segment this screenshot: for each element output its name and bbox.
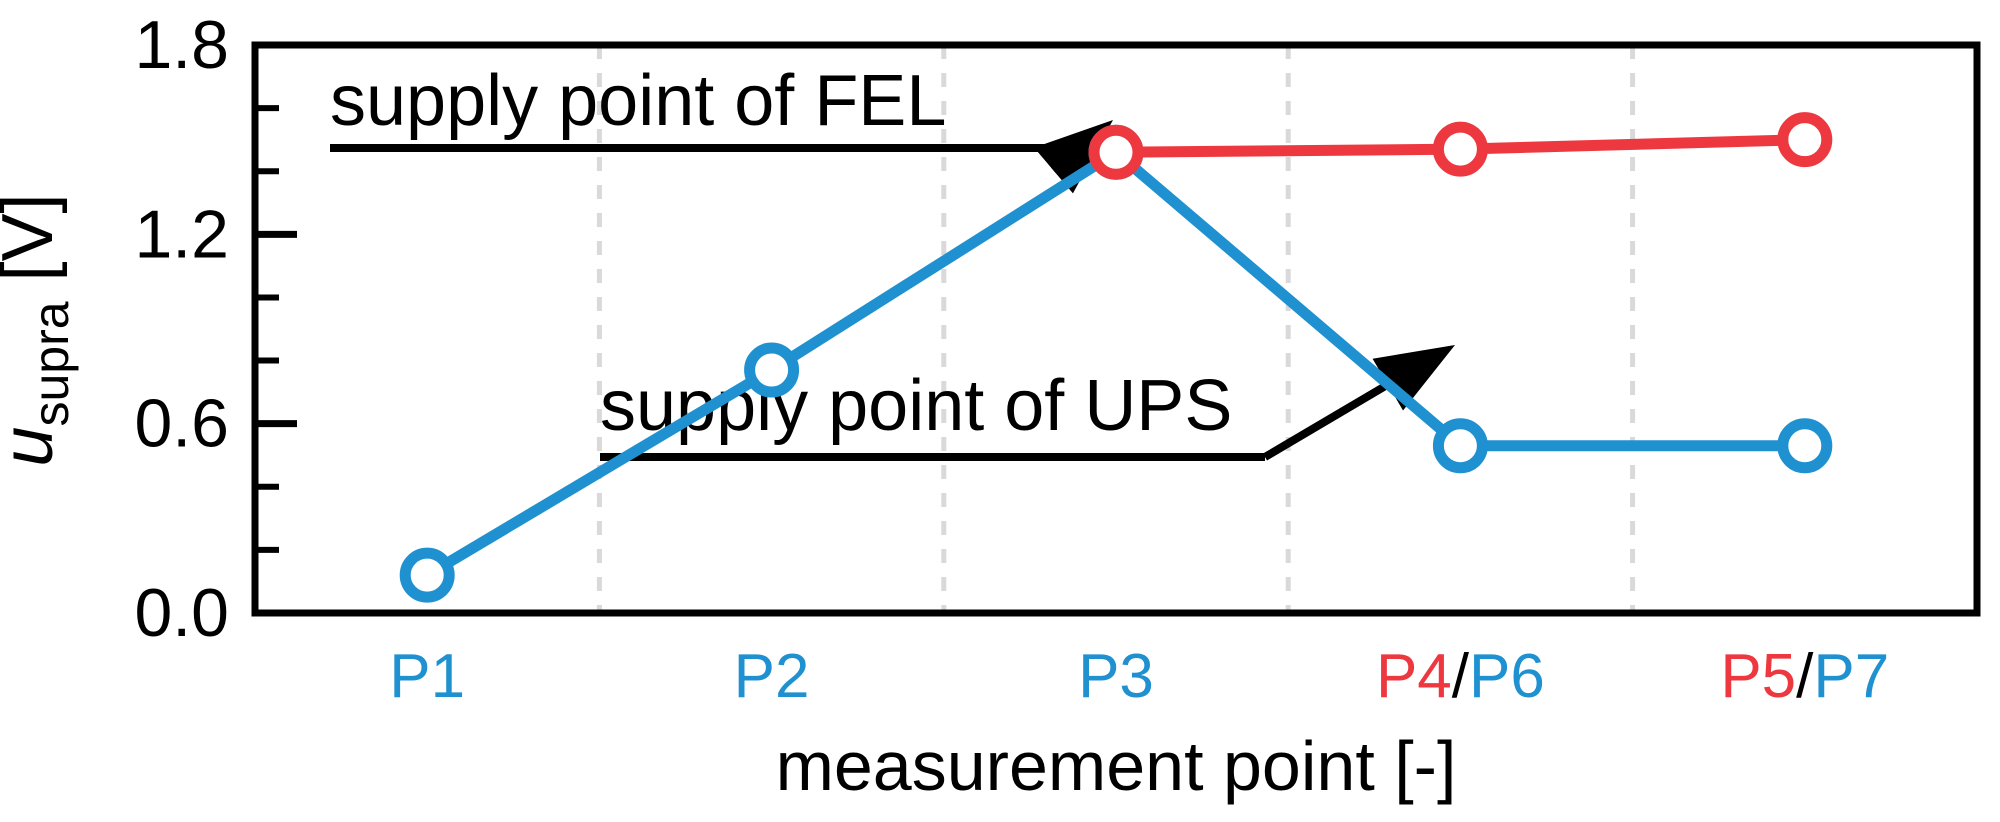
annotation-arrowhead (1372, 345, 1455, 411)
annotation-label: supply point of UPS (600, 366, 1232, 446)
x-axis-tick-label-part: / (1452, 642, 1470, 711)
plot-frame (251, 41, 1981, 617)
x-axis-tick-label-part: P1 (389, 642, 465, 711)
data-point-marker (1088, 124, 1144, 180)
data-point-marker (1777, 418, 1833, 474)
x-axis-tick-label: P3 (1078, 642, 1154, 711)
data-point-marker (1432, 418, 1488, 474)
x-axis-tick-label-part: P6 (1469, 642, 1545, 711)
x-axis-tick-label-part: / (1796, 642, 1814, 711)
y-axis-tick-label: 0.0 (134, 575, 229, 651)
y-axis-title-symbol: u (0, 427, 68, 467)
y-axis-title-group: usupra [V] (0, 193, 79, 466)
data-point-marker (1432, 121, 1488, 177)
x-axis-title: measurement point [-] (776, 727, 1457, 805)
y-axis-title: usupra [V] (0, 193, 79, 466)
x-axis-tick-label: P1 (389, 642, 465, 711)
x-axis-tick-label-part: P7 (1813, 642, 1889, 711)
x-axis-tick-label-part: P5 (1720, 642, 1796, 711)
y-axis-title-unit: [V] (0, 193, 68, 301)
series-group (399, 112, 1833, 603)
y-axis-tick-label: 0.6 (134, 386, 229, 462)
x-axis-tick-label: P4/P6 (1376, 642, 1545, 711)
annotation-leader-line (1262, 381, 1390, 461)
x-axis-tick-label-part: P3 (1078, 642, 1154, 711)
x-axis-tick-label: P5/P7 (1720, 642, 1889, 711)
data-point-marker (744, 342, 800, 398)
x-axis-tick-label-part: P2 (734, 642, 810, 711)
y-axis-title-subscript: supra (23, 301, 79, 426)
data-point-marker (399, 547, 455, 603)
y-axis-group: 0.0 0.6 1.2 1.8 (134, 7, 297, 651)
annotations-group: supply point of FEL supply point of UPS (330, 61, 1455, 461)
x-axis-tick-label: P2 (734, 642, 810, 711)
y-axis-tick-label: 1.8 (134, 7, 229, 83)
y-axis-tick-label: 1.2 (134, 196, 229, 272)
data-point-marker (1777, 112, 1833, 168)
x-axis-tick-label-part: P4 (1376, 642, 1452, 711)
annotation-label: supply point of FEL (330, 61, 946, 141)
